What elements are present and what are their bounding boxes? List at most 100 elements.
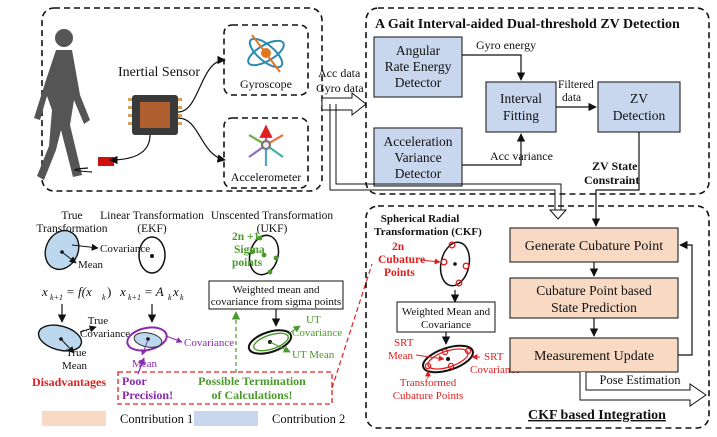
prediction-line-1: Cubature Point based [536, 283, 652, 298]
sigma-points-2: Sigma [234, 244, 265, 256]
filtered-line-2: data [562, 92, 581, 104]
accel-line-2: Variance [394, 150, 441, 165]
angular-rate-box [373, 36, 463, 98]
interval-fitting-box [485, 81, 557, 133]
accelerometer-box [223, 117, 309, 189]
accelerometer-icon [248, 124, 284, 166]
legend-swatch-1 [42, 411, 106, 426]
angular-line-2: Rate Energy [385, 59, 452, 74]
svg-text:= f(x: = f(x [66, 284, 92, 299]
state-prediction-box [509, 277, 679, 319]
ut-covariance-2: Covariance [292, 327, 342, 339]
cubature-2: Cubature [378, 254, 425, 266]
interval-line-2: Fitting [503, 108, 539, 123]
ukf-output-ellipse [247, 329, 293, 355]
ekf-input-ellipse [138, 236, 166, 274]
sigma-points-1: 2n +1 [232, 231, 260, 243]
spherical-1: Spherical Radial [381, 213, 460, 225]
unscented-title-2: (UKF) [257, 223, 288, 235]
disadvantages-label: Disadvantages [32, 375, 106, 389]
pose-estimation-arrow [579, 372, 707, 407]
chip-icon [128, 95, 182, 135]
weighted-sigma-1: Weighted mean and [232, 284, 320, 296]
legend-label-2: Contribution 2 [272, 412, 345, 426]
poor-precision-2: Precision! [122, 388, 173, 402]
measurement-update-box [509, 337, 679, 373]
prediction-line-2: State Prediction [551, 300, 637, 315]
svg-text:k+1: k+1 [50, 293, 63, 302]
linear-title-1: Linear Transformation [100, 210, 204, 222]
ekf-output-ellipse [126, 326, 168, 352]
true-output-ellipse [37, 324, 83, 352]
ckf-weighted-2: Covariance [421, 319, 471, 331]
true-mean-1: True [66, 347, 86, 359]
accel-variance-box [373, 127, 463, 187]
foot-sensor-icon [98, 157, 114, 166]
zv-detection-box [597, 81, 681, 133]
cubature-3: Points [384, 267, 415, 279]
acc-data-label: Acc data [318, 66, 361, 80]
angular-line-1: Angular [396, 43, 441, 58]
svg-text:x: x [41, 284, 48, 299]
acc-variance-label: Acc variance [490, 149, 553, 163]
zv-title: A Gait Interval-aided Dual-threshold ZV … [375, 17, 680, 32]
ckf-input-ellipse [439, 241, 471, 287]
gyro-energy-label: Gyro energy [476, 38, 536, 52]
inertial-sensor-label: Inertial Sensor [118, 65, 200, 80]
gyroscope-box [223, 24, 309, 96]
ckf-title: CKF based Integration [528, 408, 666, 423]
ckf-input-arrow [548, 209, 568, 220]
svg-text:x: x [172, 284, 179, 299]
data-arrow [321, 91, 367, 117]
svg-text:k: k [180, 293, 184, 302]
accel-line-1: Acceleration [384, 134, 453, 149]
covariance-label: Covariance [100, 243, 150, 255]
gyro-data-label: Gyro data [316, 81, 364, 95]
ukf-input-ellipse [248, 234, 280, 276]
legend-label-1: Contribution 1 [120, 412, 193, 426]
srt-mean-1: SRT [394, 337, 414, 349]
accel-line-3: Detector [395, 166, 442, 181]
linear-equation: x k+1 = A k x k [119, 284, 184, 302]
zv-line-1: ZV [630, 91, 648, 106]
weighted-sigma-2: covariance from sigma points [211, 296, 341, 308]
angular-line-3: Detector [395, 75, 442, 90]
generate-cubature-box [509, 227, 679, 263]
gyroscope-label: Gyroscope [240, 77, 292, 91]
pose-estimation-label: Pose Estimation [600, 373, 682, 387]
zv-constraint-line-2: Constraint [584, 173, 639, 187]
svg-text:x: x [119, 284, 126, 299]
unscented-title-1: Unscented Transformation [211, 210, 334, 222]
ekf-covariance-label: Covariance [184, 337, 234, 349]
legend-swatch-2 [194, 411, 258, 426]
cubature-1: 2n [392, 241, 405, 253]
interval-line-1: Interval [500, 91, 542, 106]
mean-label: Mean [78, 259, 104, 271]
weighted-sigma-box [208, 280, 344, 310]
ckf-panel [365, 205, 710, 429]
true-cov-1: True [88, 315, 108, 327]
gyroscope-icon [247, 34, 285, 73]
ckf-weighted-box [396, 301, 496, 333]
ckf-weighted-1: Weighted Mean and [402, 306, 491, 318]
linear-title-2: (EKF) [137, 223, 167, 235]
ekf-mean-label: Mean [132, 358, 158, 370]
measurement-update-label: Measurement Update [534, 349, 654, 364]
srt-mean-2: Mean [388, 350, 414, 362]
generate-cubature-label: Generate Cubature Point [525, 239, 664, 254]
svg-text:k: k [102, 293, 106, 302]
ckf-output-ellipse [422, 344, 474, 374]
svg-text:k: k [168, 293, 172, 302]
termination-2: of Calculations! [212, 388, 293, 402]
true-title-1: True [61, 210, 82, 222]
svg-text:k+1: k+1 [128, 293, 141, 302]
ut-covariance-1: UT [306, 314, 321, 326]
sigma-points-3: points [232, 257, 263, 269]
true-mean-2: Mean [62, 360, 88, 372]
true-cov-2: Covariance [80, 328, 130, 340]
transformed-2: Cubature Points [393, 390, 464, 402]
filtered-line-1: Filtered [558, 79, 594, 91]
disadvantages-box [117, 371, 333, 405]
true-title-2: Transformation [36, 223, 107, 235]
